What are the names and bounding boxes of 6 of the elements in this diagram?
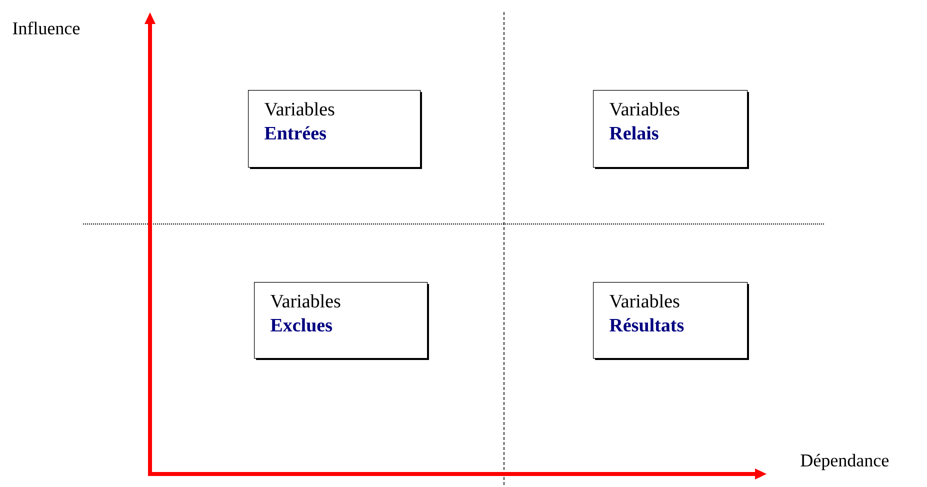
text-box: Variables Entrées [248, 90, 422, 169]
text-box: Variables Résultats [593, 282, 749, 360]
axis-label: Influence [12, 22, 80, 34]
text-box: Variables Exclues [254, 282, 429, 360]
axis-label: Dépendance [800, 454, 889, 470]
text-box: Variables Relais [593, 90, 749, 169]
